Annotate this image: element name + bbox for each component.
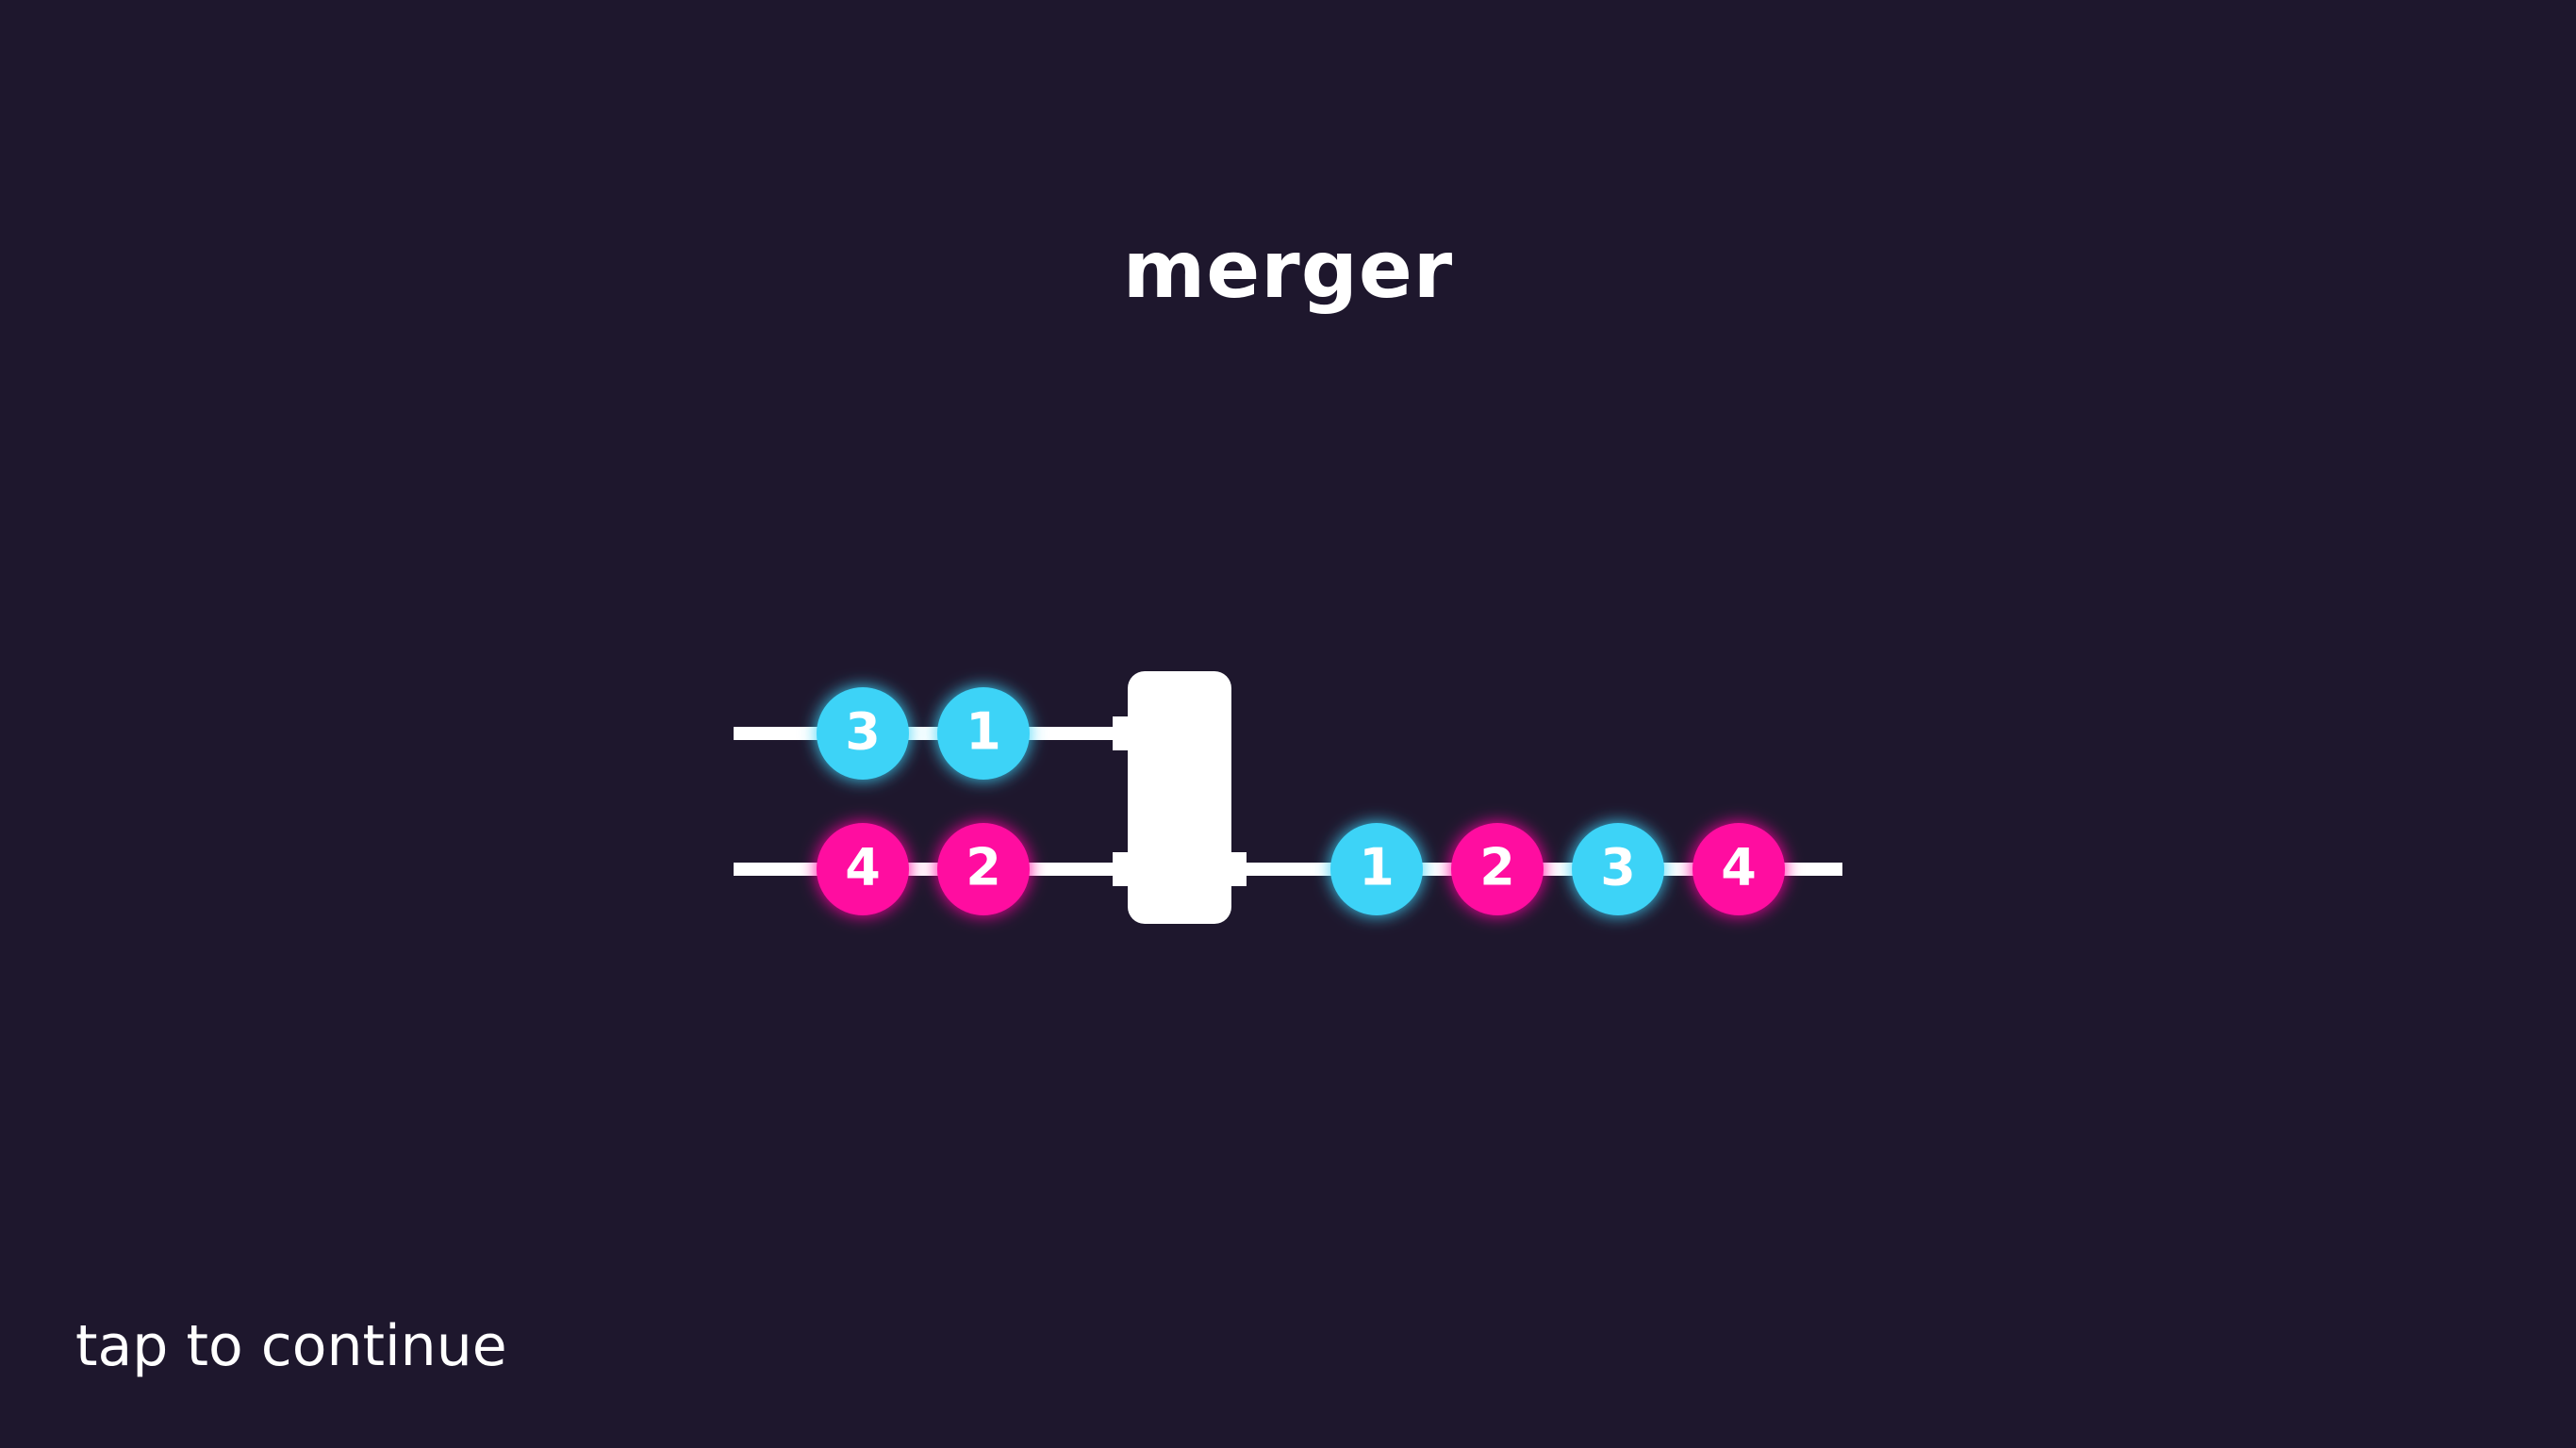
ball-circle [1451, 823, 1544, 915]
ball-circle [817, 687, 909, 780]
output-ball: 4 [1693, 823, 1785, 915]
ball-circle [937, 823, 1030, 915]
merger-block [1113, 671, 1247, 924]
ball-circle [937, 687, 1030, 780]
ball-circle [1330, 823, 1423, 915]
output-ball: 1 [1330, 823, 1423, 915]
input-top-ball: 1 [937, 687, 1030, 780]
input-bottom-ball: 2 [937, 823, 1030, 915]
ball-label: 4 [1721, 838, 1757, 897]
ball-label: 2 [966, 838, 1001, 897]
ball-label: 3 [1600, 838, 1636, 897]
ball-label: 1 [1359, 838, 1395, 897]
output-ball: 3 [1572, 823, 1664, 915]
ball-label: 3 [845, 702, 881, 762]
input-top-ball: 3 [817, 687, 909, 780]
balls-layer: 3 1 4 2 1 2 3 4 [817, 687, 1785, 915]
ball-label: 1 [966, 702, 1001, 762]
ball-circle [817, 823, 909, 915]
ball-circle [1693, 823, 1785, 915]
tap-to-continue[interactable]: tap to continue [75, 1313, 507, 1379]
output-ball: 2 [1451, 823, 1544, 915]
ball-label: 4 [845, 838, 881, 897]
ball-label: 2 [1479, 838, 1515, 897]
merger-body [1128, 671, 1231, 924]
input-bottom-ball: 4 [817, 823, 909, 915]
ball-circle [1572, 823, 1664, 915]
page-title: merger [1122, 223, 1454, 316]
